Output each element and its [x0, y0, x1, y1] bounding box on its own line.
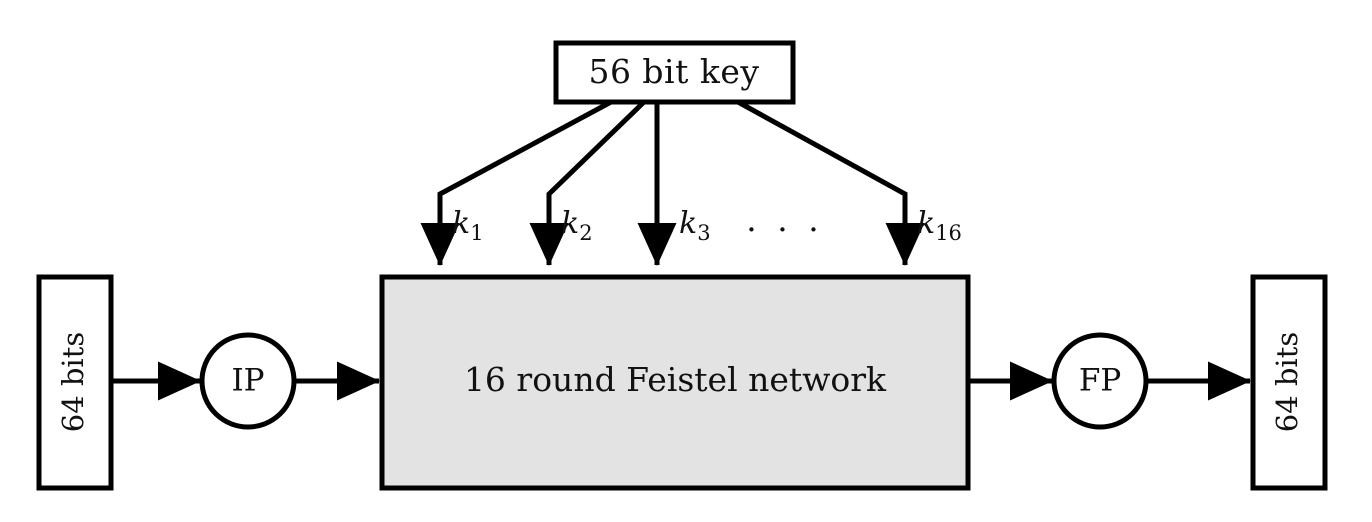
- subkey-connector-k1: [420, 99, 613, 267]
- input-box-rect: [36, 274, 114, 491]
- output-box-label: 64 bits: [1270, 332, 1304, 433]
- subkey-index-k3: 3: [697, 221, 710, 245]
- subkey-connector-k16: [736, 99, 925, 267]
- subkey-connector-group: [420, 99, 925, 267]
- ip-label: IP: [231, 363, 264, 399]
- fp-label: FP: [1079, 363, 1121, 399]
- subkey-label-group: k1 k2 k3 k16 · · ·: [452, 206, 962, 249]
- key-box-rect: [553, 40, 796, 105]
- subkey-label-k3: k3: [679, 206, 711, 245]
- feistel-network-label: 16 round Feistel network: [464, 360, 887, 399]
- subkey-base-k1: k: [452, 206, 470, 241]
- output-box: 64 bits: [1250, 274, 1328, 491]
- subkey-index-k1: 1: [470, 221, 483, 245]
- fp-node: FP: [1051, 332, 1149, 430]
- subkey-index-k16: 16: [935, 221, 962, 245]
- subkey-label-k16: k16: [917, 206, 962, 245]
- feistel-network-rect: [379, 274, 971, 491]
- subkey-label-k2: k2: [561, 206, 593, 245]
- subkey-base-k16: k: [917, 206, 935, 241]
- input-box-label: 64 bits: [56, 332, 90, 433]
- key-box-label: 56 bit key: [588, 52, 759, 91]
- subkey-ellipsis: · · ·: [746, 210, 823, 249]
- feistel-network-box: 16 round Feistel network: [379, 274, 971, 491]
- ip-node: IP: [199, 332, 297, 430]
- subkey-index-k2: 2: [579, 221, 592, 245]
- subkey-connector-k2: [529, 100, 646, 267]
- subkey-base-k3: k: [679, 206, 697, 241]
- input-box: 64 bits: [36, 274, 114, 491]
- output-box-rect: [1250, 274, 1328, 491]
- subkey-label-k1: k1: [452, 206, 484, 245]
- key-box: 56 bit key: [553, 40, 796, 105]
- subkey-base-k2: k: [561, 206, 579, 241]
